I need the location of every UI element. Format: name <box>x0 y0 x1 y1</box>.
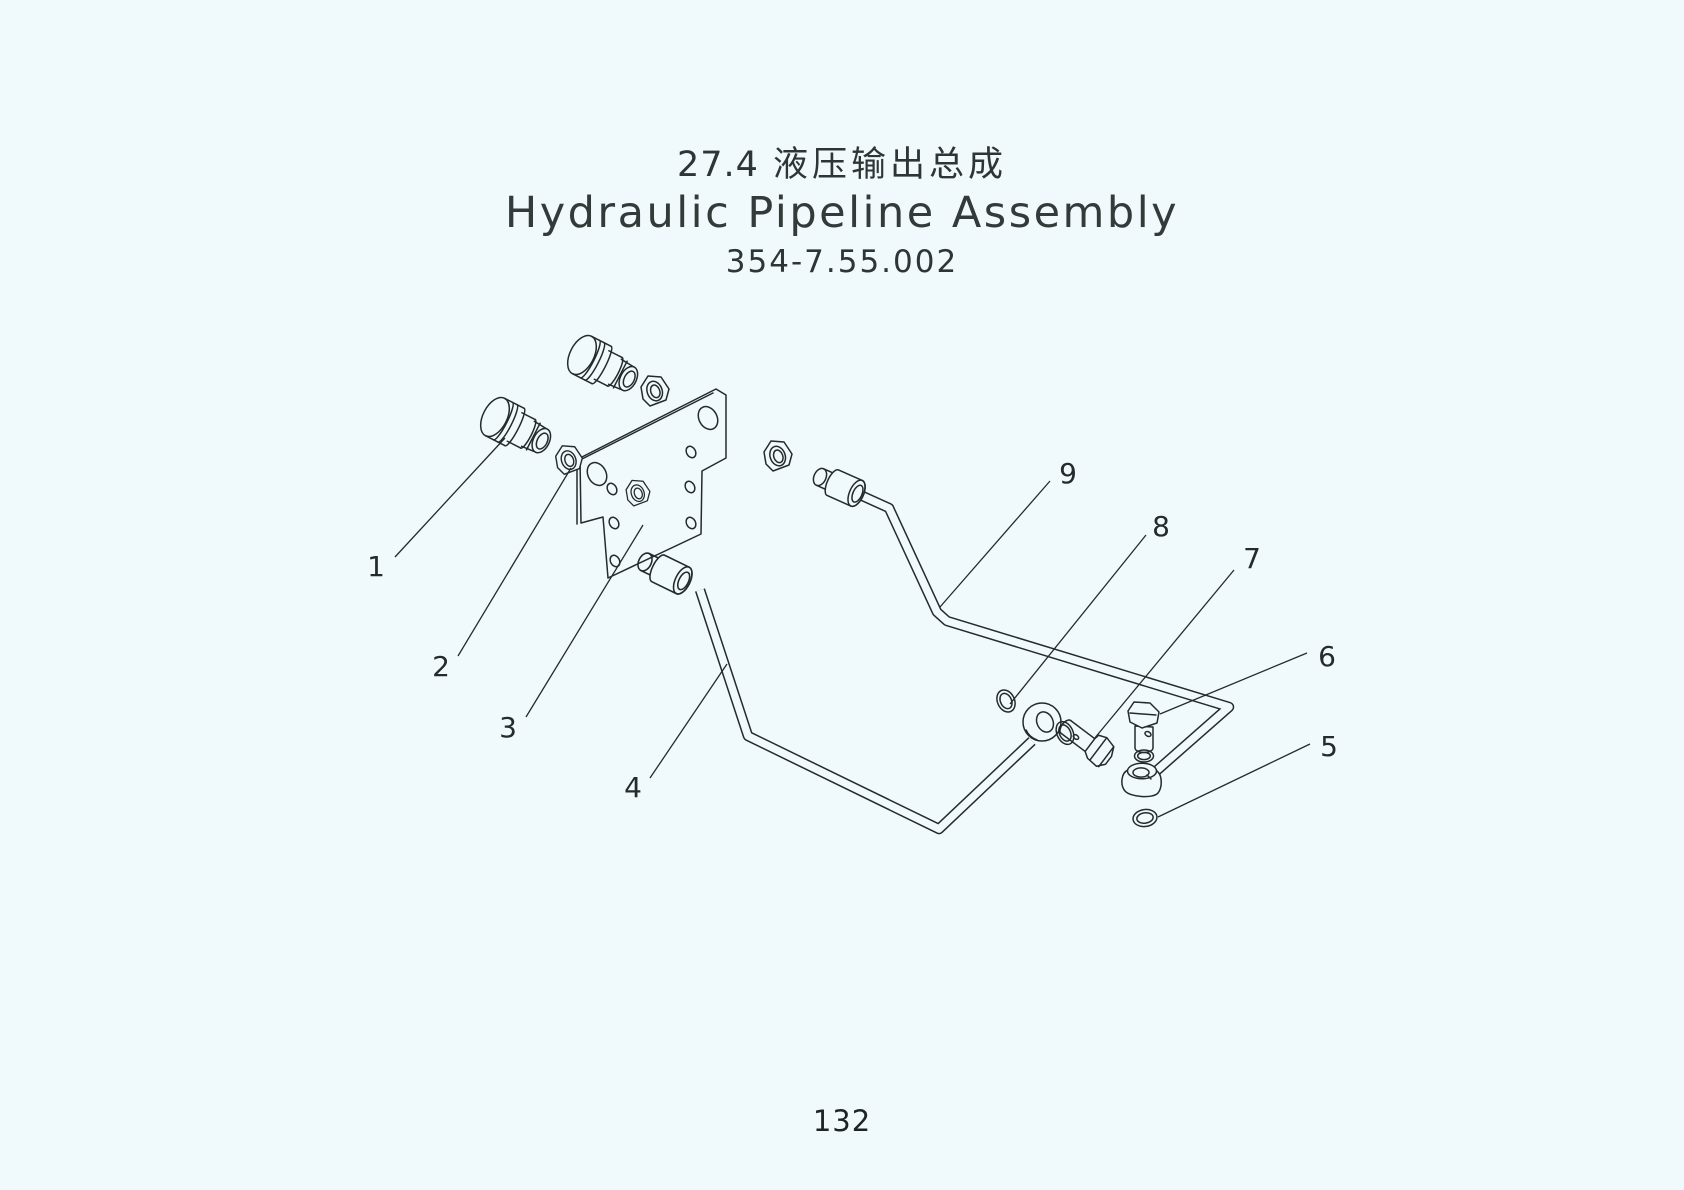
page-number: 132 <box>812 1104 872 1138</box>
plate-hole-small <box>606 482 618 496</box>
callout-number: 5 <box>1320 730 1338 763</box>
page-title: 27.4 液压输出总成 <box>0 136 1684 187</box>
part8-o-ring <box>996 689 1016 713</box>
plate-hole-small <box>684 480 696 494</box>
plate-hole-large <box>586 461 608 487</box>
part4-pipe <box>632 545 1036 835</box>
leader-line <box>649 663 728 779</box>
leader-line <box>1159 652 1308 715</box>
part7-banjo-bolt <box>1059 719 1115 768</box>
part1-quick-coupler-upper <box>561 330 646 402</box>
elbow-side-hole <box>1144 730 1152 738</box>
title-english: Hydraulic Pipeline Assembly <box>504 188 1180 238</box>
pipe9-banjo-ball <box>1121 762 1162 798</box>
plate-hole-small <box>685 445 697 459</box>
callout-5: 5 <box>1157 730 1338 818</box>
leader-line <box>939 480 1051 608</box>
callout-number: 7 <box>1243 542 1261 575</box>
elbow-o-ring <box>1133 749 1155 763</box>
leader-line <box>1157 743 1311 818</box>
part6-elbow-fitting <box>1127 701 1160 754</box>
callout-3: 3 <box>499 524 644 744</box>
callout-number: 8 <box>1152 510 1170 543</box>
part3-mounting-plate <box>576 388 727 579</box>
part1-quick-coupler-lower <box>474 392 559 464</box>
drawing-code: 354-7.55.002 <box>725 244 959 280</box>
callout-number: 2 <box>432 650 450 683</box>
locknut-upper <box>640 375 670 407</box>
plate-hole-small <box>608 516 620 530</box>
locknut-floating <box>763 440 793 472</box>
part5-o-ring <box>1132 808 1158 828</box>
callout-number: 6 <box>1318 640 1336 673</box>
part9-pipe <box>808 461 1235 777</box>
pipe4-banjo-eye <box>1022 702 1062 742</box>
title-chinese: 液压输出总成 <box>772 145 1007 185</box>
plate-hole-small <box>685 516 697 530</box>
leader-line <box>1093 569 1235 740</box>
leader-line <box>1009 534 1147 705</box>
plate-hole-large <box>697 405 719 431</box>
leader-line <box>525 524 644 718</box>
pipe9-end-fitting <box>808 461 870 510</box>
callout-6: 6 <box>1159 640 1336 715</box>
leader-line <box>394 437 506 558</box>
leader-line <box>457 467 572 657</box>
callout-number: 9 <box>1059 457 1077 490</box>
part2-locknut <box>554 445 584 476</box>
plate-thickness-edge <box>577 392 714 462</box>
callout-1: 1 <box>367 437 506 583</box>
callout-7: 7 <box>1093 542 1261 740</box>
callout-4: 4 <box>624 663 728 804</box>
callout-number: 4 <box>624 771 642 804</box>
callout-2: 2 <box>432 467 572 683</box>
callout-9: 9 <box>939 457 1077 608</box>
section-number: 27.4 <box>677 145 759 185</box>
callout-number: 1 <box>367 550 385 583</box>
callout-number: 3 <box>499 711 517 744</box>
callout-8: 8 <box>1009 510 1170 705</box>
